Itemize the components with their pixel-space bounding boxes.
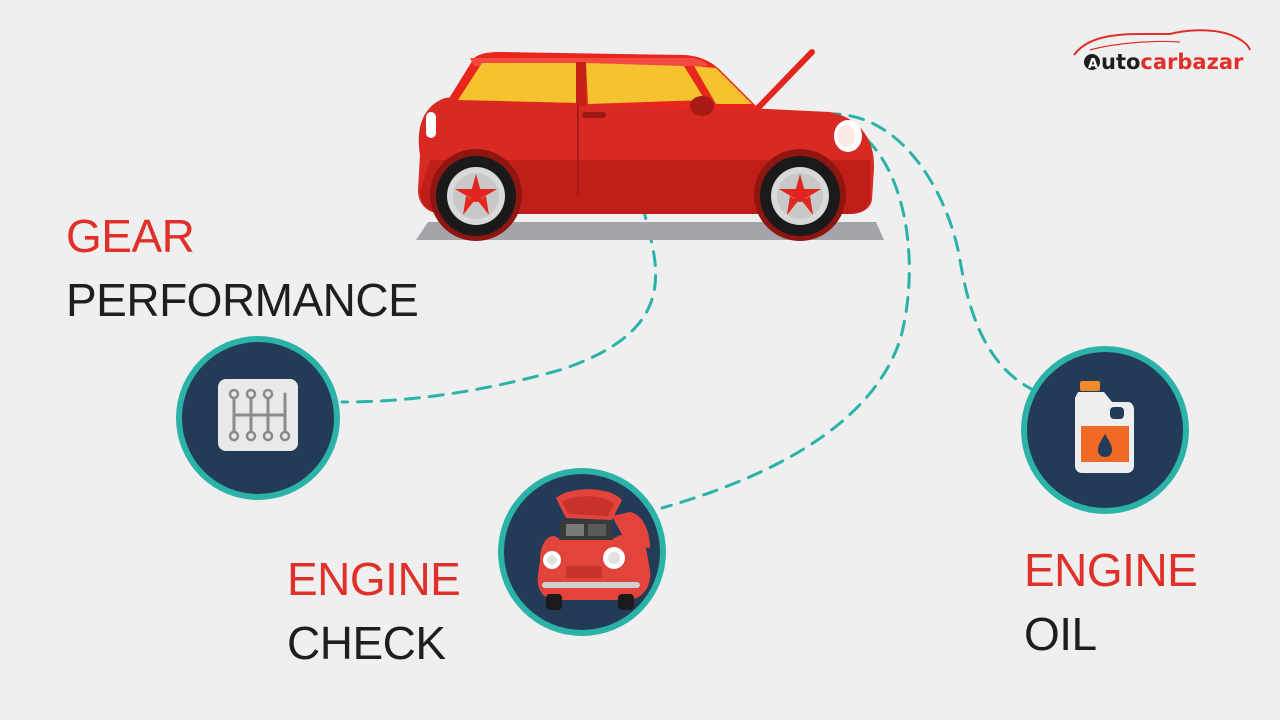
oil-bottle-icon bbox=[1075, 381, 1134, 473]
gear-performance-badge bbox=[176, 336, 340, 500]
front-wheel bbox=[760, 156, 840, 236]
gear-label-line1: GEAR bbox=[66, 210, 195, 262]
main-car-icon bbox=[416, 49, 884, 241]
gear-label-line2: PERFORMANCE bbox=[66, 274, 419, 326]
engine-check-label-line2: CHECK bbox=[287, 617, 446, 669]
engine-check-badge bbox=[498, 468, 666, 636]
car-hood-open-icon bbox=[537, 489, 651, 610]
logo-text-dark: uto bbox=[1101, 50, 1140, 74]
connector-gear bbox=[340, 203, 658, 404]
rear-wheel bbox=[436, 156, 516, 236]
engine-oil-label-line1: ENGINE bbox=[1024, 544, 1198, 596]
connector-engine-oil bbox=[824, 112, 1047, 397]
connectors bbox=[340, 112, 1047, 510]
connector-engine-check bbox=[660, 123, 911, 510]
autocarbazar-logo: A utocarbazar bbox=[1073, 29, 1251, 74]
svg-text:utocarbazar: utocarbazar bbox=[1101, 50, 1244, 74]
gear-shift-icon bbox=[218, 379, 298, 451]
logo-text-red: carbazar bbox=[1140, 50, 1244, 74]
engine-oil-badge bbox=[1021, 346, 1189, 514]
engine-oil-label-line2: OIL bbox=[1024, 608, 1097, 660]
engine-check-label-line1: ENGINE bbox=[287, 553, 461, 605]
logo-letter-a: A bbox=[1088, 57, 1098, 72]
